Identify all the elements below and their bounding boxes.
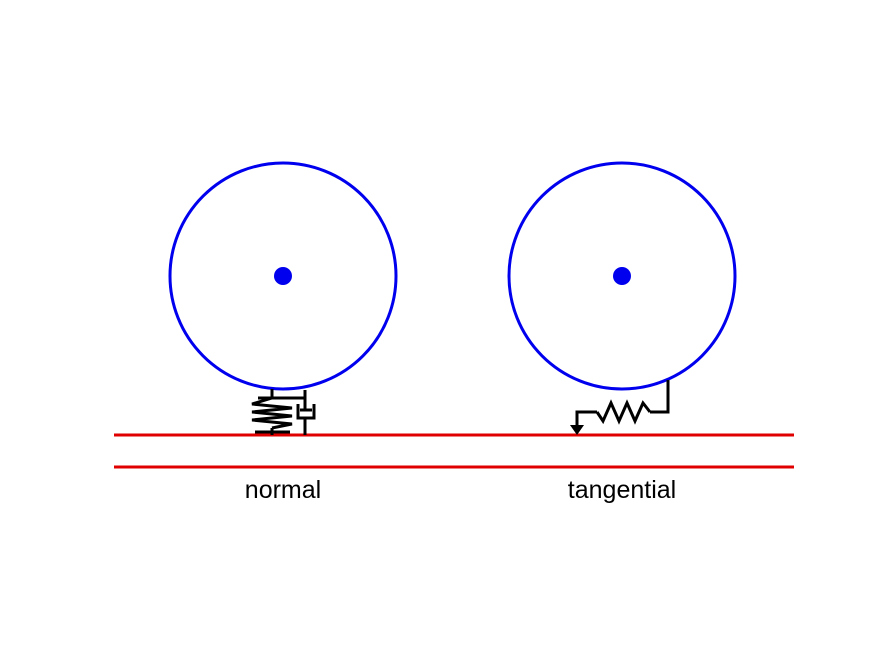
particle-center-tangential: [613, 267, 631, 285]
tangential-slider-arrow-icon: [570, 425, 584, 435]
label-tangential: tangential: [567, 476, 677, 504]
normal-spring-coil: [251, 396, 293, 430]
label-normal: normal: [244, 476, 322, 504]
tangential-slider-lead: [575, 410, 597, 426]
tangential-contact-group: [507, 161, 737, 435]
wall: [114, 433, 794, 469]
particle-center-normal: [274, 267, 292, 285]
particle-circle-normal: [168, 161, 398, 391]
tangential-spring-coil: [595, 399, 652, 425]
normal-contact-group: [168, 161, 398, 435]
tangential-connector: [650, 380, 670, 414]
normal-spring-dashpot: [251, 389, 316, 435]
particle-circle-tangential: [507, 161, 737, 391]
tangential-spring-slider: [575, 380, 670, 426]
